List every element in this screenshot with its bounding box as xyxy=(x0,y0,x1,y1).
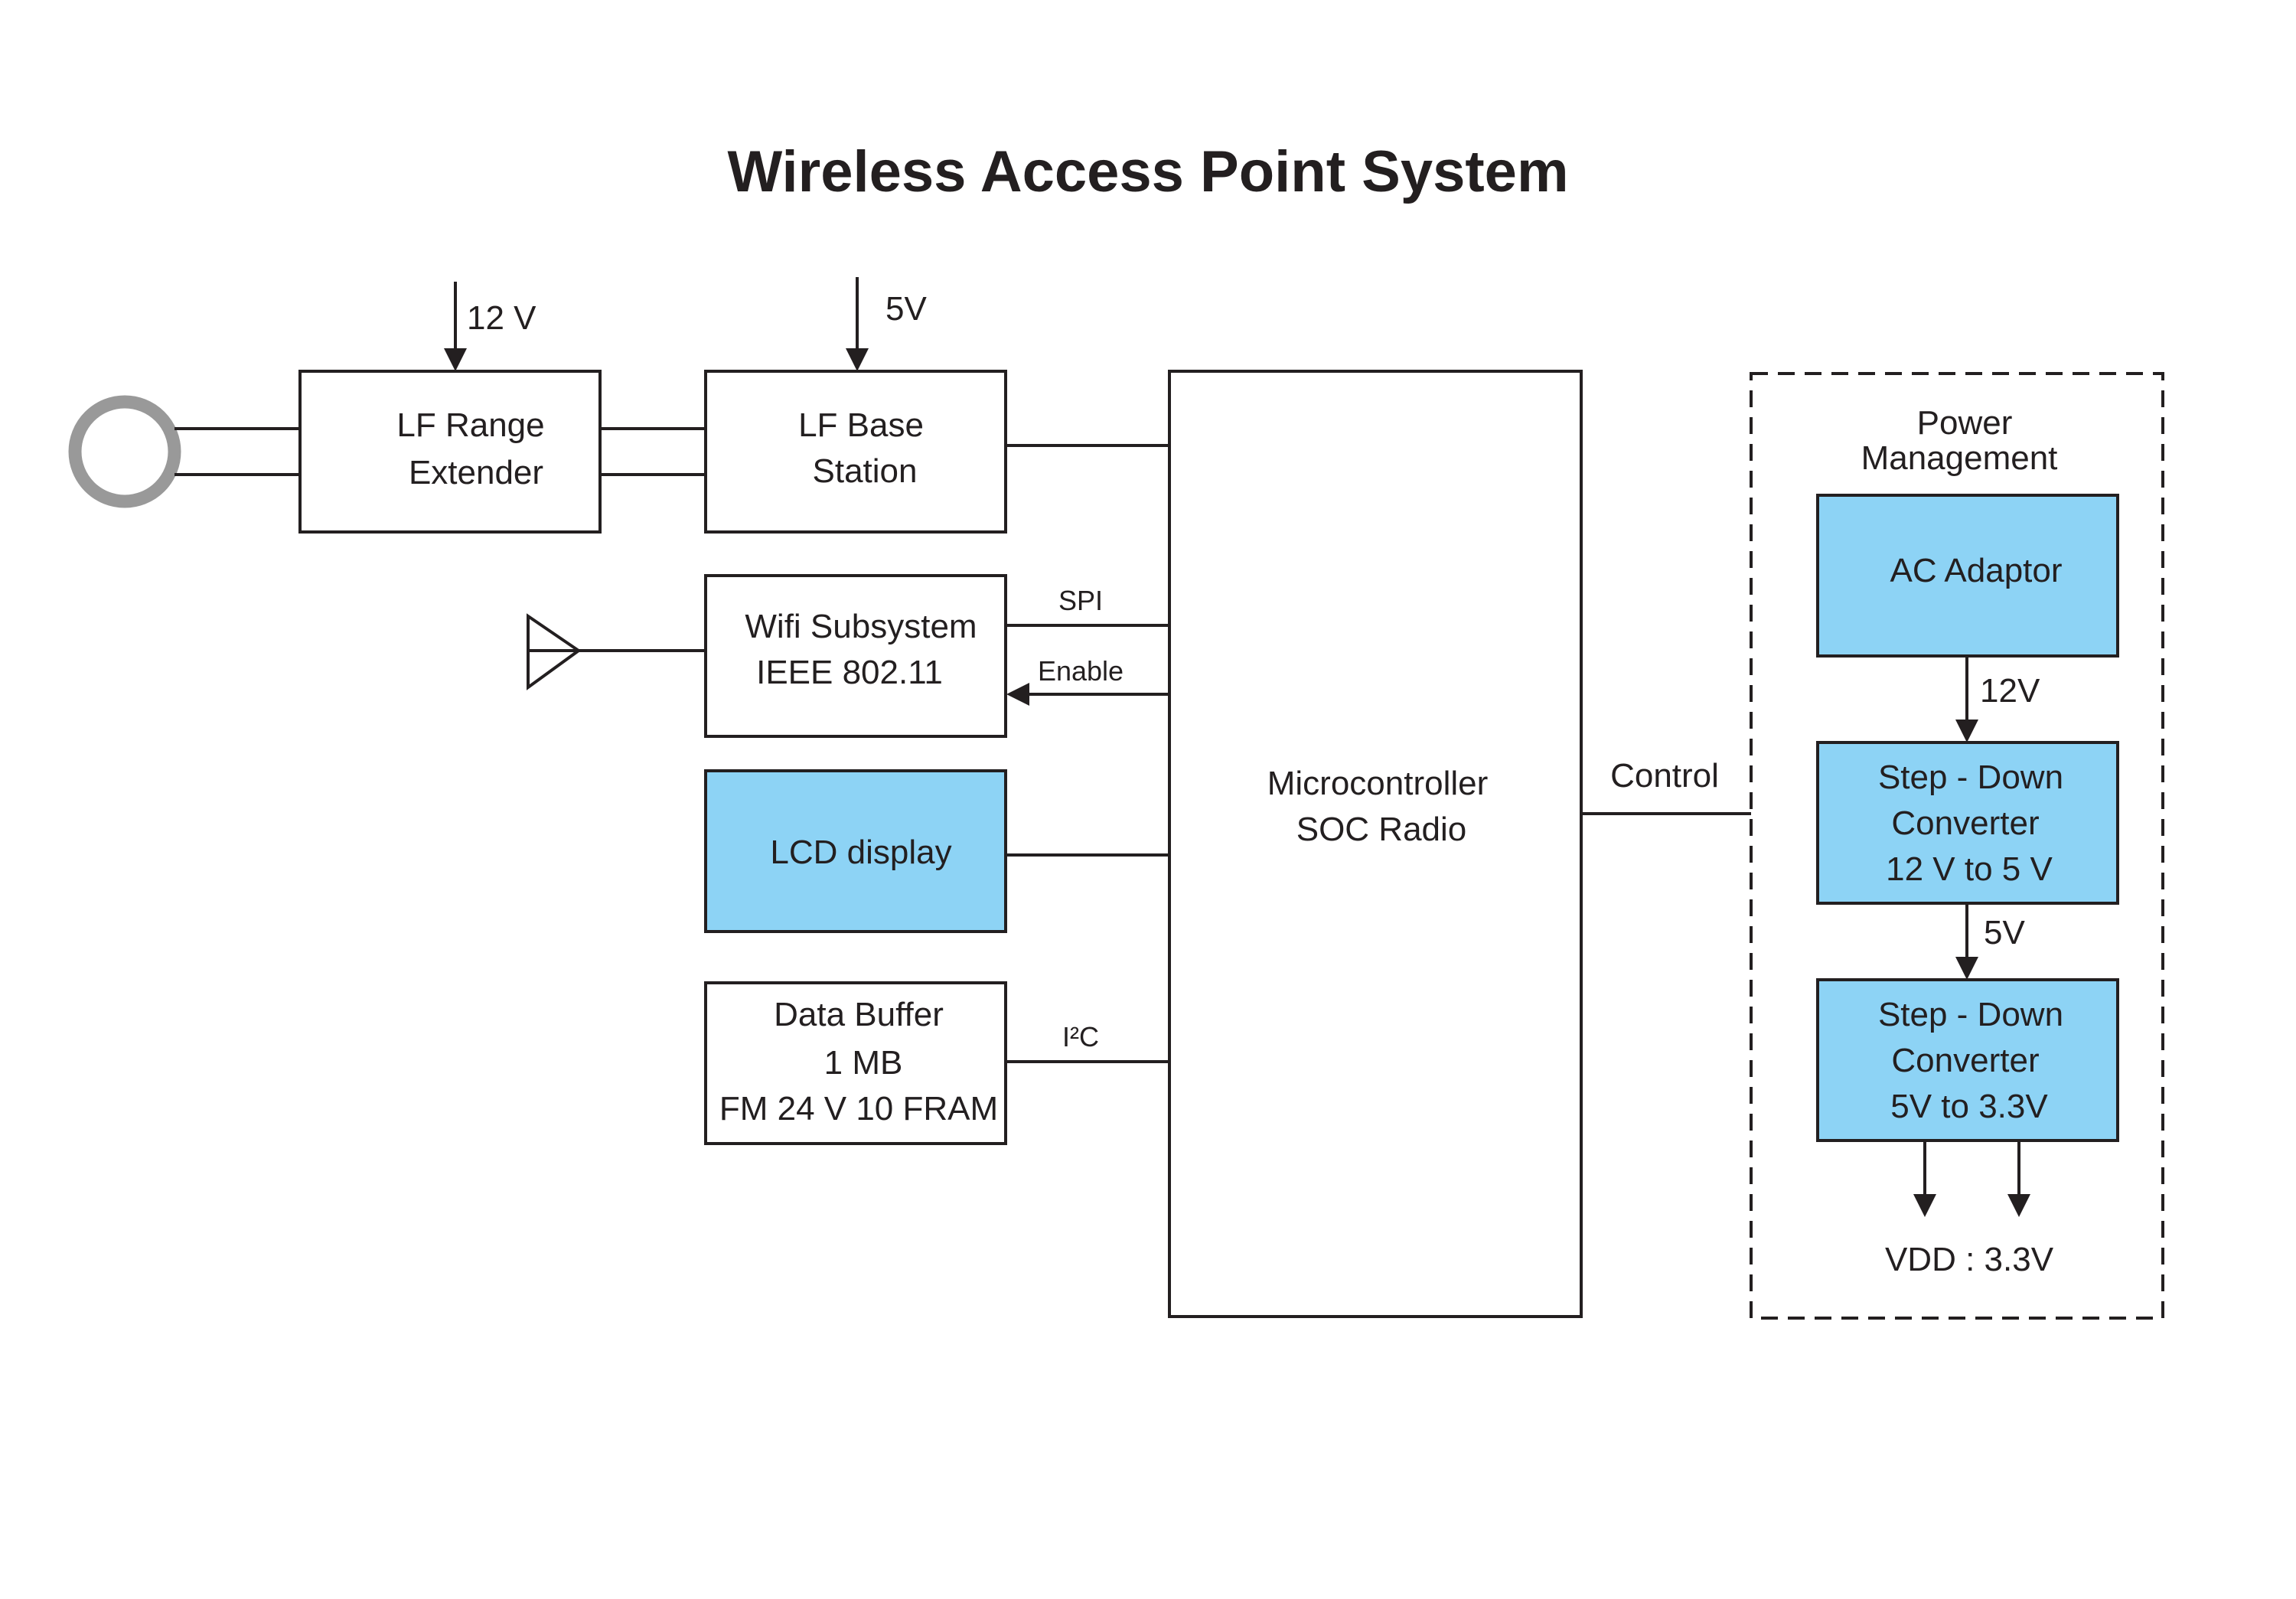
antenna-icon xyxy=(527,613,582,690)
wifi-subsystem-label-1: Wifi Subsystem xyxy=(745,608,977,645)
microcontroller-block: Microcontroller SOC Radio xyxy=(1168,370,1583,1318)
stepdown-to-stepdown-arrow xyxy=(1955,903,1978,980)
ac-adaptor-block: AC Adaptor xyxy=(1816,494,2119,658)
lf-base-station-label-1: LF Base xyxy=(798,406,924,444)
power-management-group: Power Management xyxy=(1750,372,2164,1320)
control-label: Control xyxy=(1610,757,1719,795)
ac-to-stepdown-label: 12V xyxy=(1980,672,2040,710)
step-down-2-label-2: Converter xyxy=(1891,1042,2039,1079)
microcontroller-label-2: SOC Radio xyxy=(1296,811,1467,848)
vdd-output-arrow-left xyxy=(1913,1141,1936,1217)
spi-label: SPI xyxy=(1058,585,1103,616)
i2c-label: I²C xyxy=(1062,1021,1099,1052)
vdd-label: VDD : 3.3V xyxy=(1885,1241,2054,1278)
ac-adaptor-label: AC Adaptor xyxy=(1890,552,2062,589)
enable-label: Enable xyxy=(1038,655,1124,687)
data-buffer-label-3: FM 24 V 10 FRAM xyxy=(719,1090,998,1127)
lf-range-extender-block: LF Range Extender xyxy=(298,370,602,534)
data-buffer-label-2: 1 MB xyxy=(824,1044,903,1082)
step-down-1-label-2: Converter xyxy=(1891,804,2039,842)
loop-antenna-icon xyxy=(68,395,181,508)
data-buffer-label-1: Data Buffer xyxy=(774,996,944,1033)
lf-base-station-supply-arrow xyxy=(846,277,869,371)
lcd-display-label: LCD display xyxy=(770,834,951,871)
lf-base-station-label-2: Station xyxy=(813,452,918,490)
wifi-subsystem-block: Wifi Subsystem IEEE 802.11 xyxy=(704,574,1007,738)
ac-to-stepdown-arrow xyxy=(1955,656,1978,742)
diagram-title: Wireless Access Point System xyxy=(727,139,1568,204)
lf-base-station-supply-label: 5V xyxy=(885,290,927,328)
lf-range-extender-supply-arrow xyxy=(444,282,467,371)
lf-base-station-block: LF Base Station xyxy=(704,370,1007,534)
vdd-output-arrow-right xyxy=(2007,1141,2030,1217)
wifi-subsystem-label-2: IEEE 802.11 xyxy=(756,654,943,691)
data-buffer-block: Data Buffer 1 MB FM 24 V 10 FRAM xyxy=(704,981,1007,1145)
lf-range-extender-label-2: Extender xyxy=(409,454,543,491)
lf-range-extender-label-1: LF Range xyxy=(396,406,544,444)
power-management-label-1: Power xyxy=(1917,404,2013,442)
step-down-converter-5v-3v3-block: Step - Down Converter 5V to 3.3V xyxy=(1816,978,2119,1142)
enable-arrow xyxy=(1006,683,1169,706)
microcontroller-label-1: Microcontroller xyxy=(1267,765,1489,802)
lf-range-extender-supply-label: 12 V xyxy=(467,299,536,337)
step-down-2-label-3: 5V to 3.3V xyxy=(1890,1088,2048,1125)
step-down-1-label-1: Step - Down xyxy=(1878,759,2063,796)
step-down-converter-12v-5v-block: Step - Down Converter 12 V to 5 V xyxy=(1816,741,2119,905)
step-down-1-label-3: 12 V to 5 V xyxy=(1886,850,2053,888)
step-down-2-label-1: Step - Down xyxy=(1878,996,2063,1033)
lcd-display-block: LCD display xyxy=(704,769,1007,933)
power-management-label-2: Management xyxy=(1861,439,2058,477)
stepdown-to-stepdown-label: 5V xyxy=(1984,914,2025,951)
